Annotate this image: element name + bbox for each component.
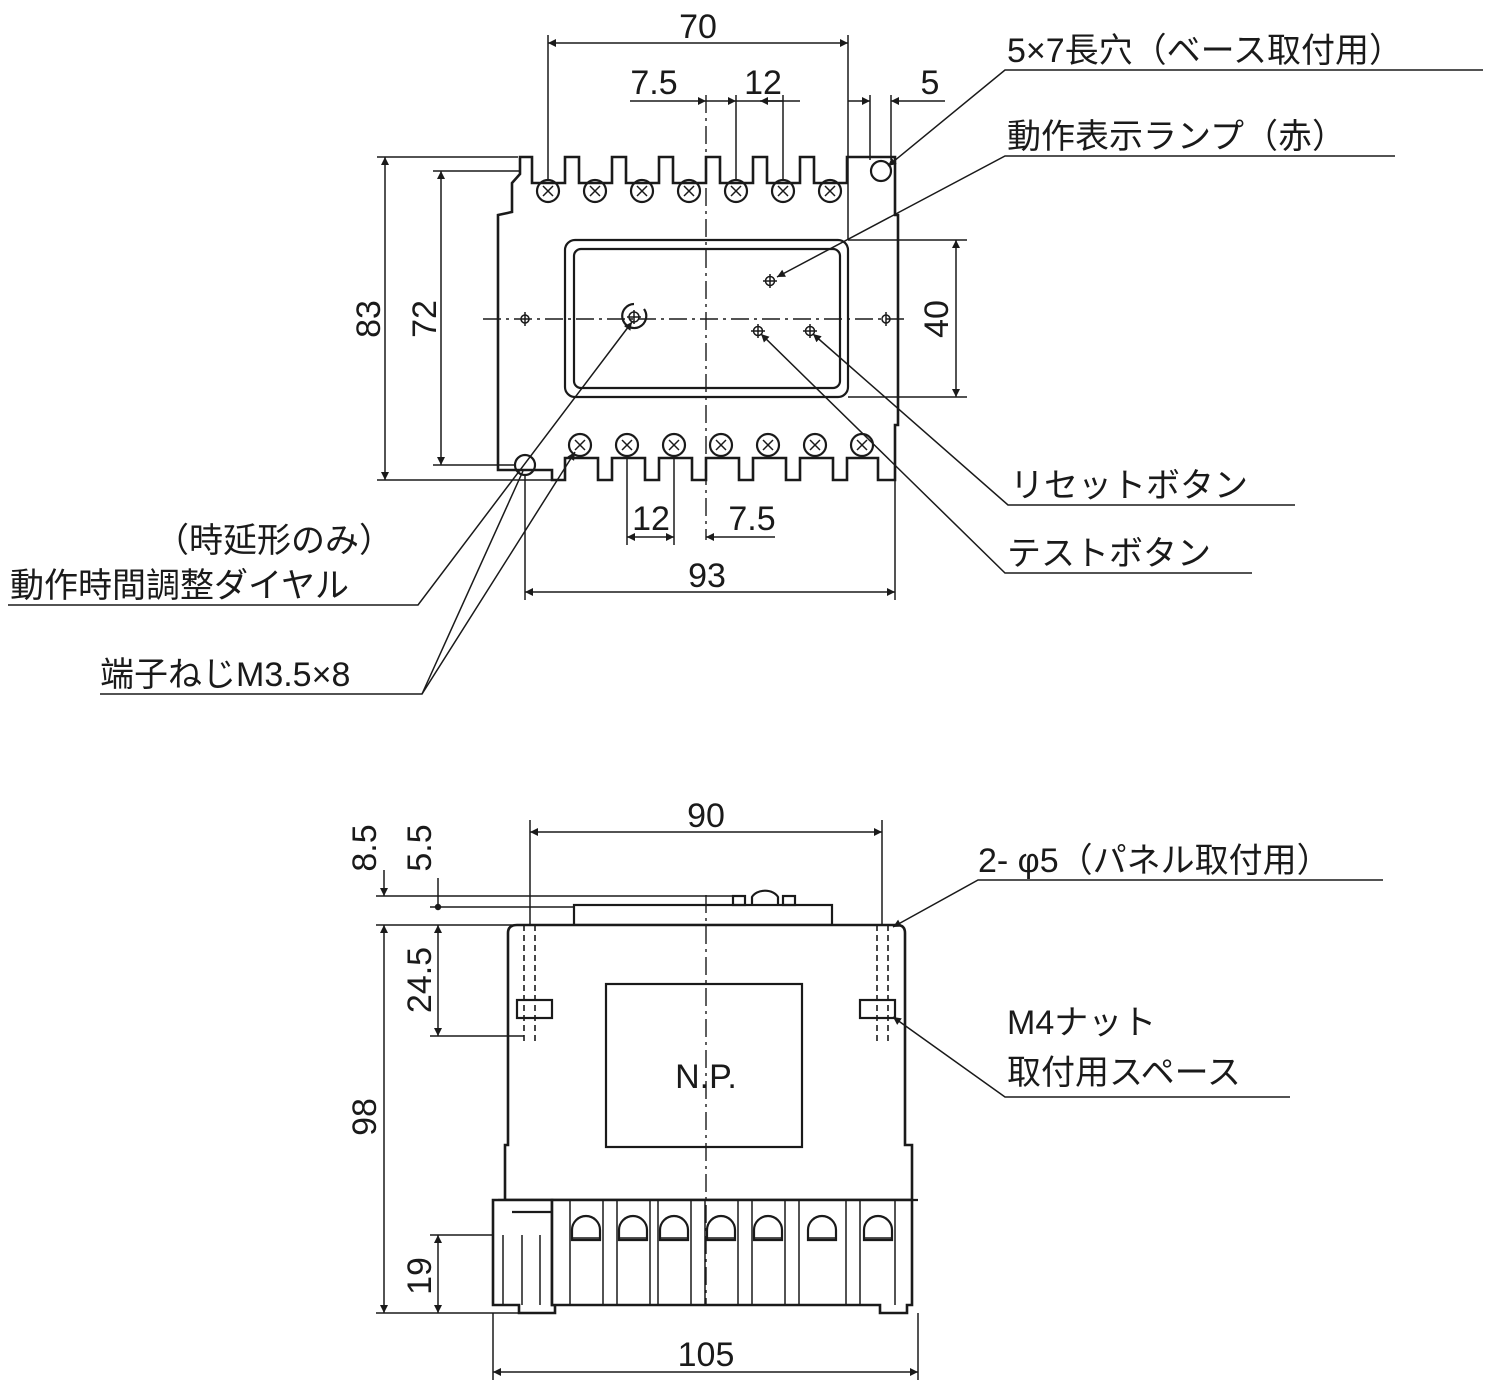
dimension-lines-side (380, 828, 918, 1376)
indicator-lamp-icon (763, 274, 777, 288)
terminal-screw-icon (708, 432, 734, 458)
mount-slot-hole-icon (869, 159, 893, 183)
label-mount-slot: 5×7長穴（ベース取付用） (1007, 32, 1403, 70)
terminal-screw-icon (802, 432, 828, 458)
label-indicator-lamp: 動作表示ランプ（赤） (1007, 118, 1346, 156)
dimension-lines-front (381, 39, 960, 596)
top-dial-knob-icon (750, 889, 780, 905)
top-knob-base-right (781, 894, 797, 907)
terminal-post-icon (569, 1200, 604, 1305)
test-button-icon (751, 324, 765, 338)
top-cover-plate (572, 903, 834, 927)
terminal-post-icon (616, 1200, 651, 1305)
label-dial: 動作時間調整ダイヤル (10, 567, 349, 605)
terminal-strip (550, 1198, 914, 1315)
terminal-screw-icon (755, 432, 781, 458)
leader-lines-side (892, 879, 1383, 1098)
terminal-post-icon (859, 1200, 896, 1305)
terminal-post-icon (798, 1200, 847, 1305)
terminal-screw-icon (582, 178, 608, 204)
dim-bottom-pitch-left: 12 (632, 500, 670, 538)
dim-depth-a: 8.5 (346, 824, 384, 871)
top-knob-base-left (731, 894, 747, 907)
side-mark-left-icon (520, 312, 530, 326)
nameplate-box (604, 982, 804, 1149)
extension-lines-front (377, 35, 967, 600)
terminal-screw-icon (629, 178, 655, 204)
terminal-screw-icon (817, 178, 843, 204)
label-reset-button: リセットボタン (1010, 467, 1248, 505)
reset-button-icon (803, 324, 817, 338)
label-panel-holes: 2- φ5（パネル取付用） (978, 842, 1331, 880)
terminal-post-icon (751, 1200, 786, 1305)
front-view: 70 7.5 12 5 83 72 40 12 7.5 93 5×7長穴（ベース… (8, 8, 1483, 695)
label-nut-space-line1: M4ナット (1007, 1004, 1156, 1042)
label-nut-space-line2: 取付用スペース (1007, 1054, 1241, 1092)
dim-hole-offset: 24.5 (401, 947, 439, 1013)
terminal-post-icon (657, 1200, 692, 1305)
dim-bottom-pitch-right: 7.5 (728, 500, 775, 538)
hidden-hole-left (515, 925, 554, 1043)
dim-height-overall: 83 (350, 300, 388, 338)
terminal-screw-icon (567, 432, 593, 458)
label-terminal-screw: 端子ねじM3.5×8 (100, 656, 350, 694)
side-terminals (569, 1200, 896, 1305)
relay-body-front (496, 155, 900, 482)
dim-height-overall-side: 98 (346, 1098, 384, 1136)
dim-slot-offset: 5 (921, 64, 940, 102)
leader-lines-front (8, 69, 1483, 695)
dim-height-mount: 72 (406, 300, 444, 338)
terminal-post-icon (704, 1200, 739, 1305)
side-view: N.P. (346, 797, 1383, 1380)
dim-width-top: 90 (687, 797, 725, 835)
dim-base-width-side: 105 (678, 1336, 735, 1374)
label-dial-note: （時延形のみ） (155, 522, 393, 560)
top-terminal-screws (535, 178, 843, 204)
dim-window-height: 40 (918, 300, 956, 338)
terminal-screw-icon (849, 432, 875, 458)
label-test-button: テストボタン (1007, 535, 1211, 573)
dim-top-right-pitch: 12 (744, 64, 782, 102)
dim-base-width: 93 (688, 557, 726, 595)
dim-top-left-pitch: 7.5 (630, 64, 677, 102)
dim-overall-width: 70 (679, 8, 717, 46)
dim-terminal-height: 19 (401, 1257, 439, 1295)
hidden-hole-right (858, 925, 897, 1043)
side-mark-right-icon (881, 312, 891, 326)
dim-depth-b: 5.5 (401, 824, 439, 871)
terminal-screw-icon (676, 178, 702, 204)
